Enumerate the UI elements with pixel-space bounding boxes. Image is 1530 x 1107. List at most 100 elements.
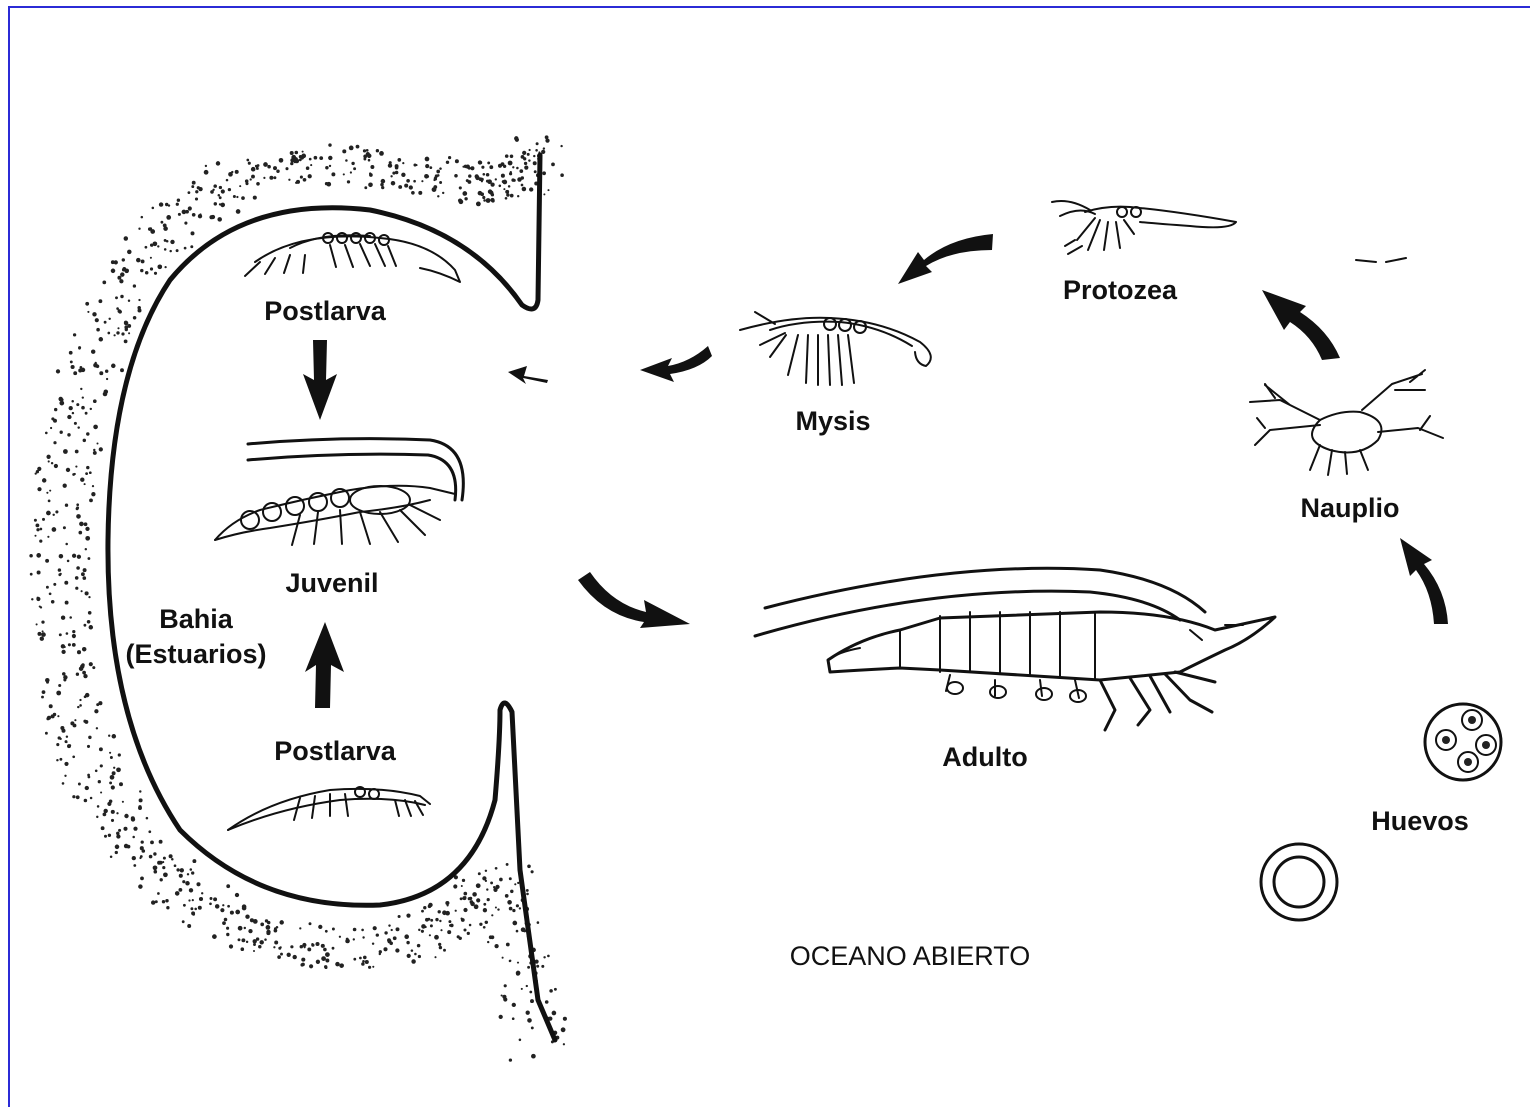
stipple-dot	[159, 840, 163, 844]
stipple-dot	[366, 149, 369, 152]
stipple-dot	[84, 624, 87, 627]
stipple-dot	[423, 906, 426, 909]
stipple-dot	[221, 189, 225, 193]
stipple-dot	[369, 173, 373, 177]
stipple-dot	[40, 528, 43, 531]
stipple-dot	[222, 921, 226, 925]
stipple-dot	[95, 770, 98, 773]
stipple-dot	[54, 408, 57, 411]
stipple-dot	[115, 851, 118, 854]
stipple-dot	[328, 143, 331, 146]
stipple-dot	[273, 176, 276, 179]
stipple-dot	[224, 918, 228, 922]
stipple-dot	[503, 997, 507, 1001]
stipple-dot	[85, 786, 89, 790]
stipple-dot	[306, 166, 310, 170]
stipple-dot	[483, 908, 487, 912]
stipple-dot	[195, 197, 198, 200]
stipple-dot	[166, 215, 171, 220]
stipple-dot	[472, 892, 477, 897]
stipple-dot	[82, 576, 86, 580]
stipple-dot	[220, 203, 225, 208]
stipple-dot	[235, 893, 239, 897]
stipple-dot	[509, 1058, 512, 1061]
arrow-postlarva-up-to-juvenil	[305, 622, 344, 708]
stipple-dot	[188, 191, 191, 194]
stipple-dot	[263, 177, 265, 179]
stipple-dot	[263, 162, 268, 167]
stipple-dot	[153, 852, 156, 855]
stipple-dot	[220, 908, 224, 912]
stipple-dot	[381, 186, 384, 189]
arrow-nauplio-to-protozea	[1262, 290, 1340, 360]
stipple-dot	[56, 691, 61, 696]
stipple-dot	[519, 169, 523, 173]
stipple-dot	[65, 504, 68, 507]
stipple-dot	[551, 163, 555, 167]
stipple-dot	[329, 165, 331, 167]
stipple-dot	[116, 331, 119, 334]
stipple-dot	[54, 464, 58, 468]
stipple-dot	[71, 365, 75, 369]
stipple-dot	[250, 178, 252, 180]
stipple-dot	[536, 142, 539, 145]
stipple-dot	[462, 879, 465, 882]
stipple-dot	[396, 927, 400, 931]
stipple-dot	[51, 417, 54, 420]
stipple-dot	[62, 782, 65, 785]
stipple-dot	[482, 196, 485, 199]
stipple-dot	[116, 834, 120, 838]
stipple-dot	[74, 422, 77, 425]
stipple-dot	[118, 309, 122, 313]
stipple-dot	[364, 186, 367, 189]
stipple-dot	[361, 929, 364, 932]
stipple-dot	[421, 180, 423, 182]
stipple-dot	[111, 269, 116, 274]
stipple-dot	[59, 554, 64, 559]
stipple-dot	[545, 1000, 549, 1004]
stipple-dot	[163, 226, 168, 231]
stipple-dot	[46, 586, 49, 589]
arrow-mysis-to-bay	[640, 346, 712, 382]
stipple-dot	[101, 826, 105, 830]
stipple-dot	[470, 166, 474, 170]
stipple-dot	[151, 900, 155, 904]
stipple-dot	[543, 193, 545, 195]
stipple-dot	[48, 500, 51, 503]
stipple-dot	[111, 785, 115, 789]
stipple-dot	[353, 938, 355, 940]
stipple-dot	[139, 790, 141, 792]
arrow-huevos-to-nauplio	[1400, 538, 1448, 624]
stipple-dot	[439, 920, 441, 922]
stipple-dot	[124, 814, 128, 818]
stipple-dot	[328, 156, 332, 160]
stipple-dot	[549, 989, 553, 993]
stipple-dot	[488, 189, 493, 194]
stipple-dot	[543, 147, 545, 149]
stipple-dot	[74, 719, 76, 721]
stray-mark	[1356, 258, 1406, 262]
stipple-dot	[111, 260, 115, 264]
stipple-dot	[514, 136, 518, 140]
stipple-dot	[82, 647, 86, 651]
stipple-dot	[516, 971, 521, 976]
stipple-dot	[45, 432, 48, 435]
stipple-dot	[182, 920, 185, 923]
stipple-dot	[248, 929, 252, 933]
stipple-dot	[197, 186, 200, 189]
stipple-dot	[267, 165, 271, 169]
stipple-dot	[117, 327, 119, 329]
stipple-dot	[138, 884, 142, 888]
stipple-dot	[325, 952, 330, 957]
stipple-dot	[542, 171, 546, 175]
stipple-dot	[300, 176, 303, 179]
stipple-dot	[88, 736, 91, 739]
stipple-dot	[212, 934, 217, 939]
stipple-dot	[461, 885, 463, 887]
stipple-dot	[85, 472, 88, 475]
stipple-dot	[76, 403, 79, 406]
stipple-dot	[150, 840, 154, 844]
stipple-dot	[495, 906, 497, 908]
stipple-dot	[87, 557, 90, 560]
